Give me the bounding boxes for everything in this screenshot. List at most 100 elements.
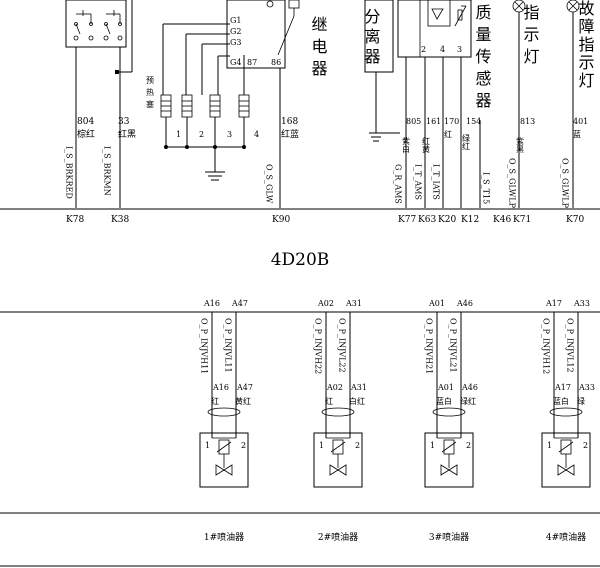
separator-label: 分离器	[362, 8, 381, 68]
wire-pin-label: A17	[554, 383, 571, 392]
solenoid-slash	[558, 441, 574, 453]
wire-pin-label: A02	[326, 383, 343, 392]
wire-color: 紫白	[402, 137, 411, 154]
wire-color-label: 绿红	[460, 396, 476, 406]
wire-pin-label: A01	[437, 383, 454, 392]
signal-label: O_P_INJVL12	[566, 318, 575, 373]
wire-color: 红黄	[422, 136, 431, 154]
valve-icon	[557, 464, 575, 476]
ecu-pin-label: A47	[231, 299, 248, 308]
relay-terminal-icon	[266, 0, 274, 8]
wire-color: 紫黑	[516, 137, 525, 154]
ecu-pin-label: A17	[545, 299, 562, 308]
wire-color-label: 绿	[577, 397, 585, 406]
injector-box	[424, 432, 474, 488]
connector-pin: K90	[272, 215, 290, 225]
wire-number: 804	[77, 117, 94, 127]
wire-color-label: 蓝白	[436, 396, 452, 406]
relay-coil-icon	[288, 0, 300, 9]
ecu-pin-label: A46	[456, 299, 473, 308]
ecu-pin-label: A01	[428, 299, 445, 308]
injector-box	[313, 432, 363, 488]
wire-signal: I_S_BRKMN	[103, 146, 112, 196]
wire-color-label: 黄红	[235, 396, 251, 406]
connector-pin: K70	[566, 215, 584, 225]
wire-signal: G_R_AMS	[394, 164, 403, 204]
glow-plug-group: 1 2 3 4	[160, 94, 259, 181]
ecu-pin-label: A16	[203, 299, 220, 308]
signal-label: O_P_INJVH12	[542, 318, 551, 374]
sensor-symbol-icon	[419, 0, 467, 57]
coil-pin-label: 1	[319, 441, 324, 450]
glow-plug-label: 预热塞	[146, 75, 155, 112]
upper-section: G1 G2 G3 G4 87 86 继电器 预热塞	[0, 0, 600, 225]
signal-label: O_P_INJVL22	[338, 318, 347, 373]
coil-pin-label: 2	[355, 441, 360, 450]
sensor-wiring	[405, 57, 481, 208]
wire-color-label: 蓝白	[553, 396, 569, 406]
coil-pin-label: 1	[430, 441, 435, 450]
injector-label: 4#喷油器	[546, 531, 586, 543]
glow-plug-number: 2	[199, 130, 204, 139]
glow-plug-number: 4	[254, 130, 259, 139]
wire-color: 蓝	[573, 129, 581, 139]
coil-pin-label: 1	[547, 441, 552, 450]
coil-pin-label: 2	[241, 441, 246, 450]
coil-pin-label: 2	[583, 441, 588, 450]
fault-lamp-label: 故障指示灯	[576, 0, 595, 90]
separator-ground	[369, 72, 400, 142]
wire-number: 33	[118, 117, 130, 127]
ecu-pin-label: A02	[317, 299, 334, 308]
wire-pin-label: A46	[461, 383, 478, 392]
engine-model-title: 4D20B	[271, 250, 330, 270]
relay-pin-label: 87	[247, 58, 257, 67]
valve-icon	[440, 464, 458, 476]
injector-label: 2#喷油器	[318, 531, 358, 543]
wire-signal: I_T_IATS	[432, 164, 441, 200]
twisted-pair-icon	[432, 407, 466, 417]
injector-box	[541, 432, 591, 488]
wire-color-label: 红	[211, 396, 219, 406]
twisted-pair-icon	[207, 407, 241, 417]
sensor-pin-label: 2	[421, 45, 426, 54]
ecu-pin-label: A33	[573, 299, 590, 308]
wire-color: 红	[444, 129, 452, 139]
wire-number: 401	[573, 117, 588, 126]
wire-color: 绿红	[462, 134, 471, 150]
relay-pin-label: G3	[230, 38, 241, 47]
relay-pin-label: 86	[271, 58, 281, 67]
solenoid-slash	[441, 441, 457, 453]
wire-number: 161	[426, 117, 441, 126]
signal-label: O_P_INJVH22	[314, 318, 323, 374]
connector-pin: K46	[493, 215, 511, 225]
wire-color: 棕红	[77, 128, 95, 140]
wire-signal: I_S_T15	[482, 172, 491, 204]
relay-label: 继电器	[309, 16, 328, 82]
brake-switch-contacts	[73, 10, 123, 41]
injector-label: 1#喷油器	[204, 531, 244, 543]
solenoid-slash	[330, 441, 346, 453]
air-mass-sensor-box	[397, 0, 472, 58]
twisted-pair-icon	[549, 407, 583, 417]
connector-pin: K78	[66, 215, 84, 225]
solenoid-slash	[216, 441, 232, 453]
wire-color-label: 红	[325, 396, 333, 406]
connector-pin: K20	[438, 215, 456, 225]
wire-color-label: 白红	[349, 396, 365, 406]
signal-label: O_P_INJVH11	[200, 318, 209, 374]
relay-pin-label: G1	[230, 16, 241, 25]
wire-number: 168	[281, 117, 298, 127]
junction-dot	[115, 70, 119, 74]
wire-color: 红蓝	[281, 128, 299, 140]
indicator-lamp-label: 指示灯	[521, 4, 540, 70]
sensor-label: 质量传感器	[473, 4, 492, 114]
wire-number: 154	[466, 117, 481, 126]
injector-box	[199, 432, 249, 488]
glow-plug-number: 3	[227, 130, 232, 139]
twisted-pair-icon	[321, 407, 355, 417]
relay-glow-wiring	[162, 23, 281, 208]
valve-icon	[215, 464, 233, 476]
wire-number: 813	[520, 117, 535, 126]
